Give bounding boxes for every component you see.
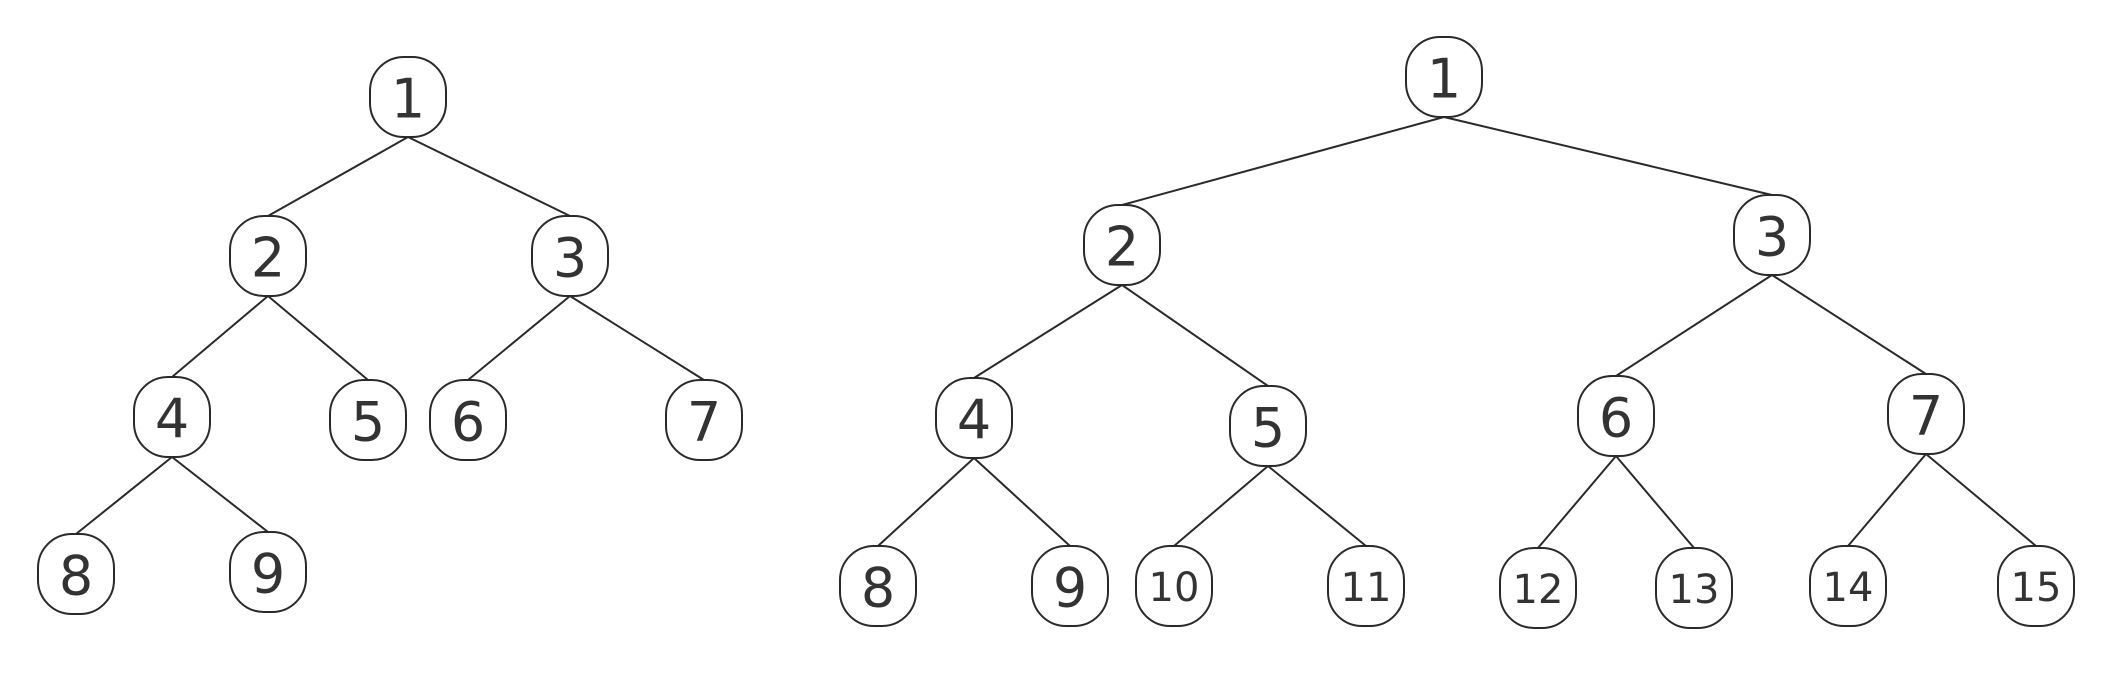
node-circle	[229, 531, 307, 613]
tree-node-a9: 9	[229, 531, 307, 613]
edges-layer	[75, 116, 2037, 549]
edge-a3-a6	[467, 295, 571, 381]
edge-b2-b5	[1121, 284, 1269, 387]
tree-node-a2: 2	[229, 215, 307, 297]
node-circle	[1327, 545, 1405, 627]
edge-b6-b13	[1615, 455, 1695, 549]
node-circle	[1733, 194, 1811, 276]
node-circle	[1887, 373, 1965, 455]
tree-node-b4: 4	[935, 377, 1013, 459]
node-label: 9	[1053, 557, 1087, 620]
edge-b3-b6	[1615, 274, 1773, 377]
tree-node-b6: 6	[1577, 375, 1655, 457]
node-circle	[1809, 545, 1887, 627]
node-label: 3	[1755, 206, 1789, 269]
node-label: 8	[861, 557, 895, 620]
edge-b7-b14	[1847, 453, 1927, 547]
edge-a1-a3	[407, 136, 571, 217]
node-circle	[133, 376, 211, 458]
node-circle	[1135, 545, 1213, 627]
edge-b1-b2	[1121, 116, 1445, 206]
node-circle	[429, 379, 507, 461]
tree-node-b13: 13	[1655, 547, 1733, 629]
node-label: 5	[1251, 397, 1285, 460]
node-label: 14	[1823, 565, 1874, 611]
tree-node-b10: 10	[1135, 545, 1213, 627]
edge-b5-b10	[1173, 465, 1269, 547]
node-label: 1	[391, 68, 425, 131]
node-circle	[1229, 385, 1307, 467]
tree-node-b15: 15	[1997, 545, 2075, 627]
edge-b1-b3	[1443, 116, 1773, 196]
node-circle	[1997, 545, 2075, 627]
node-label: 10	[1149, 565, 1200, 611]
edge-b2-b4	[973, 284, 1123, 379]
edge-a2-a4	[171, 295, 269, 378]
node-circle	[665, 379, 743, 461]
node-label: 12	[1513, 567, 1564, 613]
tree-node-a5: 5	[329, 379, 407, 461]
edge-a3-a7	[569, 295, 705, 381]
node-circle	[839, 545, 917, 627]
node-circle	[1405, 36, 1483, 118]
node-label: 9	[251, 543, 285, 606]
tree-node-a6: 6	[429, 379, 507, 461]
node-label: 2	[1105, 216, 1139, 279]
tree-node-b8: 8	[839, 545, 917, 627]
node-label: 1	[1427, 48, 1461, 111]
node-label: 4	[957, 389, 991, 452]
node-label: 5	[351, 391, 385, 454]
node-circle	[935, 377, 1013, 459]
node-circle	[1655, 547, 1733, 629]
node-circle	[1499, 547, 1577, 629]
node-label: 4	[155, 388, 189, 451]
edge-a4-a8	[75, 456, 173, 535]
node-label: 15	[2011, 565, 2062, 611]
tree-node-b5: 5	[1229, 385, 1307, 467]
node-label: 7	[687, 391, 721, 454]
node-label: 2	[251, 227, 285, 290]
edge-a1-a2	[267, 136, 409, 217]
node-label: 3	[553, 227, 587, 290]
edge-b6-b12	[1537, 455, 1617, 549]
tree-node-b3: 3	[1733, 194, 1811, 276]
edge-b4-b8	[877, 457, 975, 547]
node-label: 6	[1599, 387, 1633, 450]
tree-node-b7: 7	[1887, 373, 1965, 455]
node-circle	[37, 533, 115, 615]
tree-node-a4: 4	[133, 376, 211, 458]
node-circle	[1577, 375, 1655, 457]
node-circle	[1031, 545, 1109, 627]
tree-node-b9: 9	[1031, 545, 1109, 627]
edge-b3-b7	[1771, 274, 1927, 375]
node-circle	[329, 379, 407, 461]
edge-b4-b9	[973, 457, 1071, 547]
tree-node-b2: 2	[1083, 204, 1161, 286]
node-circle	[1083, 204, 1161, 286]
edge-b5-b11	[1267, 465, 1367, 547]
node-label: 7	[1909, 385, 1943, 448]
node-circle	[229, 215, 307, 297]
node-label: 8	[59, 545, 93, 608]
node-circle	[531, 215, 609, 297]
tree-node-b14: 14	[1809, 545, 1887, 627]
node-label: 6	[451, 391, 485, 454]
edge-a4-a9	[171, 456, 269, 533]
tree-node-b1: 1	[1405, 36, 1483, 118]
node-label: 13	[1669, 567, 1720, 613]
edge-a2-a5	[267, 295, 369, 381]
tree-node-a1: 1	[369, 56, 447, 138]
node-label: 11	[1341, 565, 1392, 611]
tree-node-a8: 8	[37, 533, 115, 615]
edge-b7-b15	[1925, 453, 2037, 547]
tree-node-b11: 11	[1327, 545, 1405, 627]
tree-node-a3: 3	[531, 215, 609, 297]
tree-node-a7: 7	[665, 379, 743, 461]
node-circle	[369, 56, 447, 138]
tree-node-b12: 12	[1499, 547, 1577, 629]
